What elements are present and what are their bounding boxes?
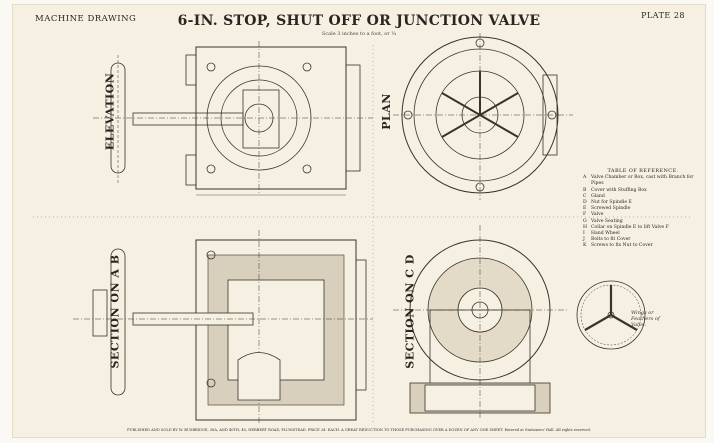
elevation-view xyxy=(93,41,373,196)
header-left: MACHINE DRAWING xyxy=(35,14,137,24)
wings-annotation: Wings or Feathers of Valve. xyxy=(631,310,660,328)
reference-title: TABLE OF REFERENCE. xyxy=(607,168,679,174)
label-elevation: ELEVATION xyxy=(103,72,117,151)
page-title: 6-IN. STOP, SHUT OFF OR JUNCTION VALVE xyxy=(177,13,541,29)
label-section-ab: SECTION ON A B xyxy=(108,254,122,369)
label-plan: PLAN xyxy=(379,93,393,130)
section-cd-view xyxy=(393,225,568,420)
scale-note: Scale 3 inches to a foot, or ¼ xyxy=(321,31,397,37)
wings-detail xyxy=(576,280,646,350)
publisher-footer: PUBLISHED AND SOLD BY W. BUSBRIDGE, 38A,… xyxy=(127,428,591,432)
drawing-sheet: MACHINE DRAWING 6-IN. STOP, SHUT OFF OR … xyxy=(12,4,706,438)
plate-number: PLATE 28 xyxy=(641,11,685,20)
section-ab-view xyxy=(73,230,373,425)
label-section-cd: SECTION ON C D xyxy=(403,254,417,369)
technical-drawing xyxy=(33,33,693,425)
plan-view xyxy=(393,33,573,200)
